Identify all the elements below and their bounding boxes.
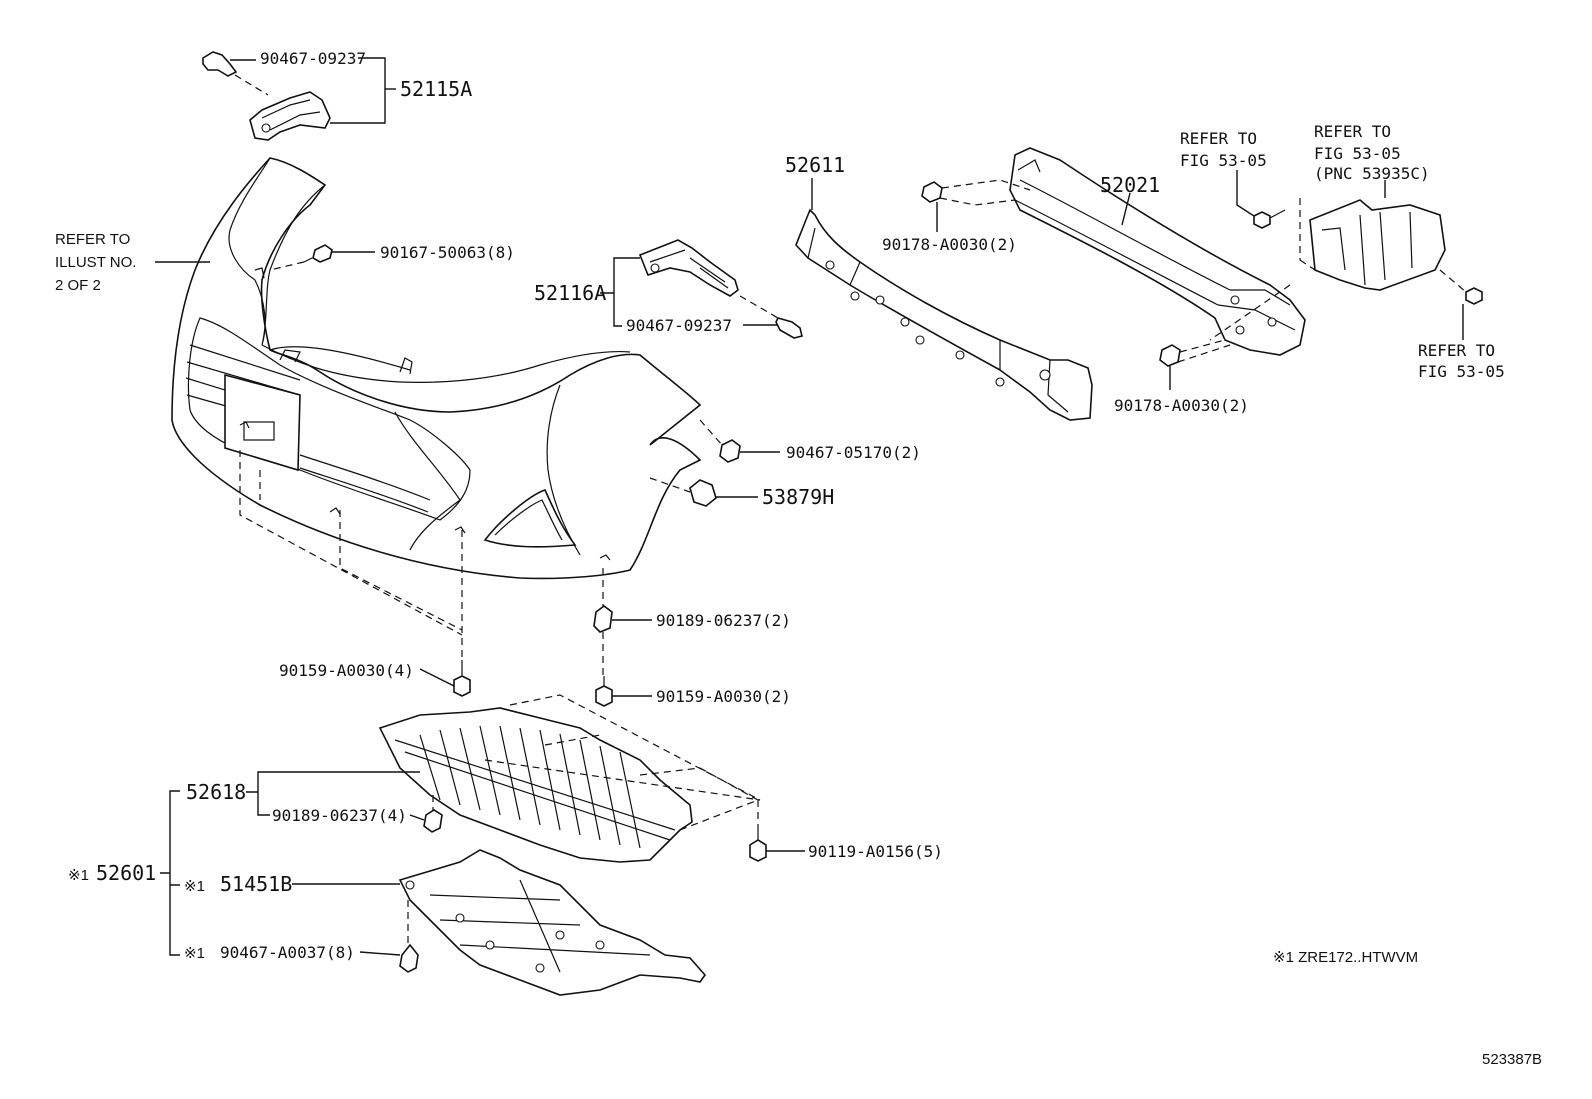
label-52115A[interactable]: 52115A bbox=[400, 77, 472, 101]
clip-90467-05170-drawing bbox=[699, 419, 741, 463]
label-90159-A0030-2[interactable]: 90159-A0030(2) bbox=[656, 687, 791, 706]
undercover-51451B-drawing bbox=[398, 849, 707, 996]
label-refer-illust-line2: ILLUST NO. bbox=[55, 254, 136, 271]
screw-90159-A0030-4-drawing bbox=[239, 450, 471, 697]
label-refer-fig-b-line3[interactable]: (PNC 53935C) bbox=[1314, 164, 1430, 183]
label-refer-fig-b-line1[interactable]: REFER TO bbox=[1314, 122, 1391, 141]
label-90467-09237-top[interactable]: 90467-09237 bbox=[260, 49, 366, 68]
nut-90178-A0030-top-drawing bbox=[921, 179, 1031, 206]
nut-90178-A0030-bot-drawing bbox=[1159, 339, 1231, 367]
footnote: ※1 ZRE172..HTWVM bbox=[1273, 949, 1418, 966]
screw-90167-50063-drawing bbox=[269, 244, 333, 271]
label-52618[interactable]: 52618 bbox=[186, 780, 246, 804]
label-90167-50063[interactable]: 90167-50063(8) bbox=[380, 243, 515, 262]
label-51451B[interactable]: 51451B bbox=[220, 872, 292, 896]
retainer-53879H-drawing bbox=[649, 477, 717, 507]
mark-52601: ※1 bbox=[68, 867, 89, 884]
label-refer-fig-c-line2[interactable]: FIG 53-05 bbox=[1418, 362, 1505, 381]
bracket-52115A-drawing bbox=[202, 51, 331, 141]
label-52601[interactable]: 52601 bbox=[96, 861, 156, 885]
label-refer-fig-b-line2[interactable]: FIG 53-05 bbox=[1314, 144, 1401, 163]
label-90119-A0156[interactable]: 90119-A0156(5) bbox=[808, 842, 943, 861]
label-52021[interactable]: 52021 bbox=[1100, 173, 1160, 197]
part-labels: 90467-09237 52115A REFER TO ILLUST NO. 2… bbox=[55, 49, 1542, 1068]
clip-90189-06237-2-drawing bbox=[593, 568, 613, 680]
bracket-53935C-drawing bbox=[1209, 198, 1483, 341]
label-90467-05170[interactable]: 90467-05170(2) bbox=[786, 443, 921, 462]
bracket-52116A-drawing bbox=[638, 239, 803, 339]
screw-90159-A0030-2-drawing bbox=[595, 676, 613, 707]
diagram-id: 523387B bbox=[1482, 1051, 1542, 1068]
bumper-cover-drawing bbox=[171, 157, 702, 580]
mark-51451B: ※1 bbox=[184, 878, 205, 895]
label-90178-A0030-top[interactable]: 90178-A0030(2) bbox=[882, 235, 1017, 254]
label-90467-A0037[interactable]: 90467-A0037(8) bbox=[220, 943, 355, 962]
mark-90467-A0037: ※1 bbox=[184, 945, 205, 962]
label-90159-A0030-4[interactable]: 90159-A0030(4) bbox=[279, 661, 414, 680]
label-53879H[interactable]: 53879H bbox=[762, 485, 834, 509]
label-52611[interactable]: 52611 bbox=[785, 153, 845, 177]
label-90178-A0030-bot[interactable]: 90178-A0030(2) bbox=[1114, 396, 1249, 415]
label-90467-09237-mid[interactable]: 90467-09237 bbox=[626, 316, 732, 335]
undercover-52618-drawing bbox=[378, 694, 767, 863]
label-52116A[interactable]: 52116A bbox=[534, 281, 606, 305]
leader-lines bbox=[155, 57, 1464, 956]
label-refer-fig-a-line2[interactable]: FIG 53-05 bbox=[1180, 151, 1267, 170]
label-90189-06237-4[interactable]: 90189-06237(4) bbox=[272, 806, 407, 825]
absorber-52611-drawing bbox=[795, 208, 1093, 421]
label-refer-fig-a-line1[interactable]: REFER TO bbox=[1180, 129, 1257, 148]
label-refer-illust-line1: REFER TO bbox=[55, 231, 130, 248]
reinforcement-52021-drawing bbox=[1009, 147, 1306, 356]
label-refer-illust-line3: 2 OF 2 bbox=[55, 277, 101, 294]
label-refer-fig-c-line1[interactable]: REFER TO bbox=[1418, 341, 1495, 360]
label-90189-06237-2[interactable]: 90189-06237(2) bbox=[656, 611, 791, 630]
